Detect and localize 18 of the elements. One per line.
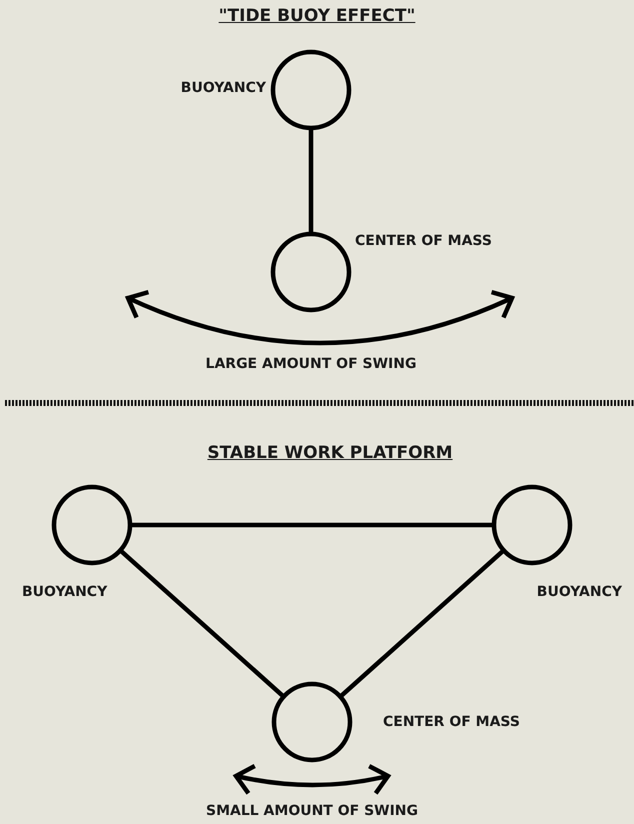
circle bbox=[271, 681, 353, 763]
circle bbox=[270, 49, 352, 131]
circle bbox=[270, 231, 352, 313]
connector-line bbox=[118, 548, 286, 698]
circle bbox=[51, 484, 133, 566]
node-label: CENTER OF MASS bbox=[355, 234, 492, 248]
title: "TIDE BUOY EFFECT" bbox=[218, 8, 416, 25]
connector-line bbox=[130, 522, 494, 528]
section-heading: STABLE WORK PLATFORM bbox=[207, 445, 453, 462]
node-label: CENTER OF MASS bbox=[383, 715, 520, 729]
node-label: BUOYANCY bbox=[536, 585, 622, 599]
node-label: BUOYANCY bbox=[22, 585, 108, 599]
circle bbox=[491, 484, 573, 566]
connector-line bbox=[308, 128, 314, 234]
node-label: BUOYANCY bbox=[180, 81, 266, 95]
label: LARGE AMOUNT OF SWING bbox=[206, 357, 416, 371]
label: SMALL AMOUNT OF SWING bbox=[206, 804, 418, 818]
connector-line bbox=[338, 548, 506, 698]
